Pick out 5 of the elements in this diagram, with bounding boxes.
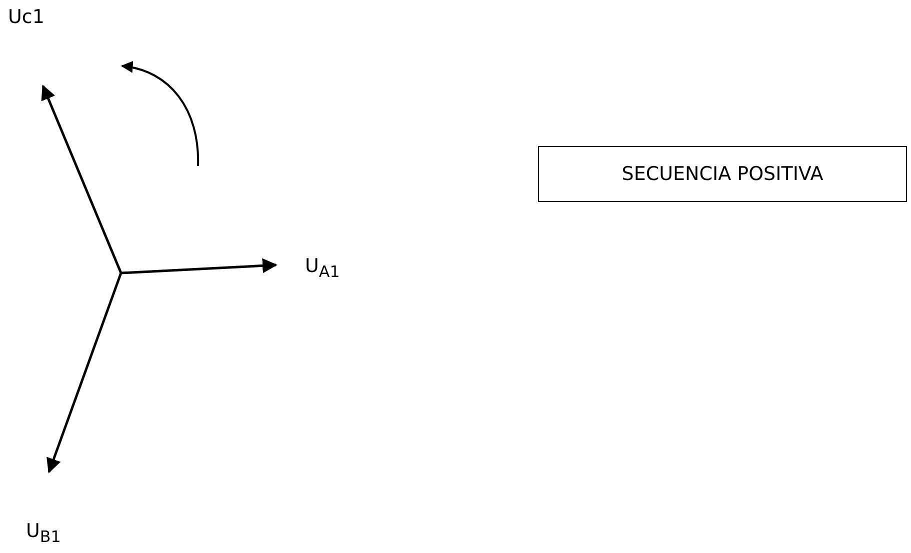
phasor-label: U$_{B1}$	[26, 520, 61, 546]
phasor-label: Uc1	[8, 6, 44, 28]
title-box	[538, 146, 907, 202]
phasor-label: U$_{A1}$	[305, 255, 340, 281]
sequence-label: SECUENCIA POSITIVA	[622, 163, 824, 185]
